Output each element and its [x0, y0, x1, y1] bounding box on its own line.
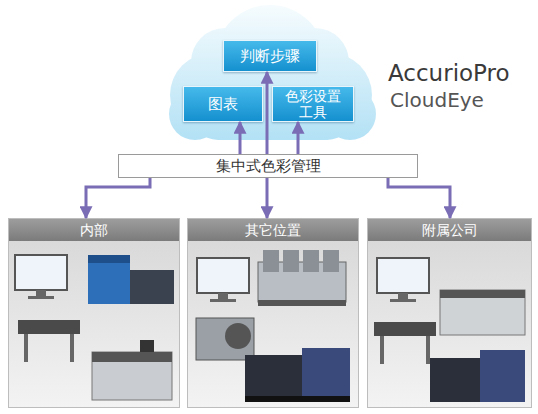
logo-text: CloudEye: [390, 88, 484, 112]
offset-press-icon: [258, 250, 346, 306]
site-panel: 其它位置: [187, 218, 359, 408]
cloud-box: 图表: [183, 86, 263, 122]
panel-header: 其它位置: [188, 219, 358, 241]
plotter-leg: [24, 334, 28, 362]
monitor-base: [210, 299, 236, 302]
node-text: 色彩设置 工具: [277, 88, 349, 120]
printer-body: [430, 358, 525, 402]
monitor-icon: [377, 258, 429, 302]
cloud-box: 判断步骤: [223, 40, 317, 72]
connector-arrow: [239, 122, 242, 154]
plotter-icon: [18, 320, 80, 362]
monitor-stand: [218, 293, 228, 299]
management-band: 集中式色彩管理: [118, 154, 418, 178]
plotter-leg: [380, 336, 384, 364]
printer-unit: [302, 348, 350, 401]
connector-arrow: [297, 122, 300, 154]
connector-arrow: [266, 178, 269, 218]
connector-arrow: [86, 178, 150, 218]
printer-icon: [92, 340, 172, 400]
printer-unit: [480, 350, 525, 402]
press-unit: [323, 250, 339, 272]
roll-printer-icon: [196, 318, 254, 360]
plotter-body: [374, 322, 436, 336]
site-panel: 内部: [8, 218, 180, 408]
logo-text: AccurioPro: [388, 60, 510, 86]
printer-base: [245, 396, 350, 402]
node-text: 判断步骤: [240, 48, 300, 64]
printer-icon: [440, 290, 525, 335]
production-printer-icon: [245, 348, 350, 402]
roll-drum: [225, 323, 251, 349]
monitor-base: [28, 296, 54, 299]
printer-body: [245, 355, 350, 401]
roll-body: [196, 318, 254, 360]
plotter-body: [18, 320, 80, 334]
monitor-stand: [36, 290, 46, 296]
monitor-base: [390, 299, 416, 302]
monitor-screen: [197, 258, 249, 293]
node-text: 图表: [208, 96, 238, 112]
press-unit: [263, 250, 279, 272]
cloud-shape: [169, 5, 376, 140]
connector-arrow: [388, 178, 450, 218]
press-icon: [88, 255, 174, 304]
printer-body: [440, 290, 525, 335]
printer-top: [440, 290, 525, 298]
press-top: [88, 255, 130, 263]
monitor-stand: [398, 293, 408, 299]
press-unit: [283, 250, 299, 272]
printer-top: [92, 352, 172, 362]
production-printer-icon: [430, 350, 525, 402]
connector-layer: [86, 72, 450, 218]
printer-panel: [140, 340, 154, 352]
monitor-icon: [197, 258, 249, 302]
press-unit: [303, 250, 319, 272]
press-base: [258, 300, 346, 306]
monitor-icon: [15, 255, 67, 299]
press-unit: [130, 270, 174, 304]
press-body: [88, 262, 130, 304]
monitor-screen: [377, 258, 429, 293]
node-text: 集中式色彩管理: [216, 157, 321, 176]
monitor-screen: [15, 255, 67, 290]
cloud-box: 色彩设置 工具: [272, 86, 354, 122]
plotter-leg: [426, 336, 430, 364]
press-body: [258, 262, 346, 302]
plotter-leg: [70, 334, 74, 362]
connector-arrow: [266, 72, 269, 154]
plotter-icon: [374, 322, 436, 364]
panel-header: 内部: [9, 219, 179, 241]
panel-header: 附属公司: [368, 219, 531, 241]
site-panel: 附属公司: [367, 218, 532, 408]
printer-body: [92, 352, 172, 400]
